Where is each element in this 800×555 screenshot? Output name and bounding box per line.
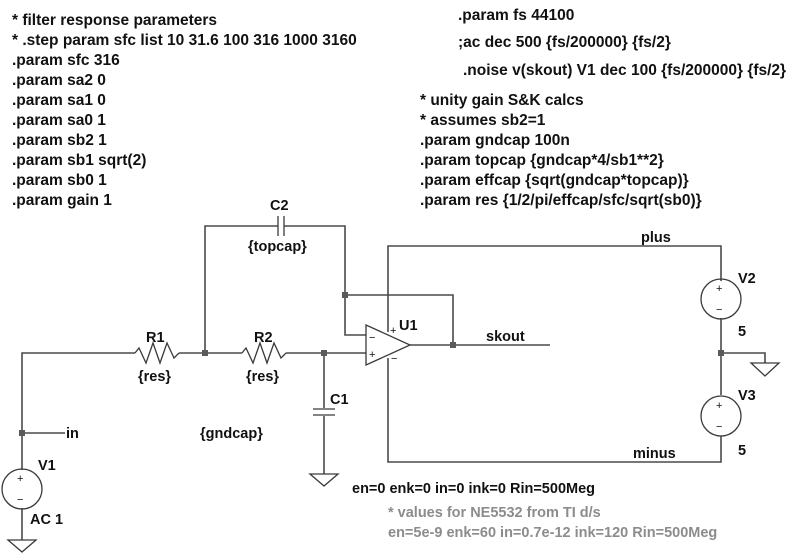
directive-line[interactable]: .param sb2 1 [12, 132, 107, 149]
u1-noise-params[interactable]: en=0 enk=0 in=0 ink=0 Rin=500Meg [352, 481, 595, 497]
junctions [19, 292, 724, 436]
voltage-source-v2[interactable]: + − V2 5 [700, 271, 756, 340]
wire-in-to-r1[interactable] [21, 352, 135, 470]
ground-icon [308, 473, 340, 487]
comment-line: * values for NE5532 from TI d/s [388, 505, 601, 521]
minus-terminal: − [716, 421, 722, 433]
vminus-pin-sign: − [391, 353, 397, 365]
v3-name: V3 [738, 388, 756, 404]
r1-value[interactable]: {res} [138, 369, 171, 385]
voltage-source-v1[interactable]: + − V1 AC 1 [1, 458, 63, 553]
plus-terminal: + [716, 400, 722, 412]
ground-icon [6, 539, 38, 553]
net-label-minus[interactable]: minus [633, 446, 676, 462]
directive-line[interactable]: .param sfc 316 [12, 52, 120, 69]
minus-terminal: − [716, 304, 722, 316]
v2-name: V2 [738, 271, 756, 287]
minus-terminal: − [17, 494, 23, 506]
junction-dot [718, 350, 724, 356]
v3-value[interactable]: 5 [738, 443, 746, 459]
noise-analysis-directive[interactable]: .noise v(skout) V1 dec 100 {fs/200000} {… [463, 62, 786, 79]
net-labels: in skout plus minus [66, 230, 676, 462]
vplus-pin-sign: + [390, 325, 396, 337]
c2-name: C2 [270, 198, 289, 214]
ne5532-comment[interactable]: * values for NE5532 from TI d/s en=5e-9 … [388, 505, 717, 541]
resistor-symbol [241, 341, 287, 365]
capacitor-c1[interactable]: C1 {gndcap} [200, 392, 349, 487]
directives-right: * unity gain S&K calcs * assumes sb2=1 .… [420, 92, 702, 209]
r1-name: R1 [146, 330, 165, 346]
c2-value[interactable]: {topcap} [248, 239, 307, 255]
directive-line[interactable]: .param sb0 1 [12, 172, 107, 189]
resistor-r2[interactable]: R2 {res} [241, 330, 287, 385]
plus-terminal: + [17, 473, 23, 485]
net-label-plus[interactable]: plus [641, 230, 671, 246]
voltage-source-icon [700, 278, 742, 320]
opamp-u1[interactable]: − + + − U1 en=0 enk=0 in=0 ink=0 Rin=500… [352, 318, 595, 497]
noninverting-pin-sign: + [369, 349, 375, 361]
v2-value[interactable]: 5 [738, 324, 746, 340]
directive-line[interactable]: * assumes sb2=1 [420, 112, 546, 129]
r2-name: R2 [254, 330, 273, 346]
c1-value[interactable]: {gndcap} [200, 426, 263, 442]
junction-dot [321, 350, 327, 356]
directives-top-right: .param fs 44100 ;ac dec 500 {fs/200000} … [458, 7, 786, 79]
directive-line[interactable]: .param gain 1 [12, 192, 112, 209]
wire-plus-rail[interactable] [387, 245, 722, 332]
voltage-source-icon [700, 395, 742, 437]
net-label-skout[interactable]: skout [486, 329, 525, 345]
directive-line[interactable]: .param topcap {gndcap*4/sb1**2} [420, 152, 664, 169]
directive-line[interactable]: .param sb1 sqrt(2) [12, 152, 146, 169]
capacitor-c2[interactable]: C2 {topcap} [248, 198, 307, 255]
r2-value[interactable]: {res} [246, 369, 279, 385]
resistor-symbol [134, 341, 180, 365]
directive-line[interactable]: .param effcap {sqrt(gndcap*topcap)} [420, 172, 689, 189]
v1-value[interactable]: AC 1 [30, 512, 63, 528]
ac-analysis-comment[interactable]: ;ac dec 500 {fs/200000} {fs/2} [458, 34, 671, 51]
directives-left: * filter response parameters * .step par… [12, 12, 357, 209]
ground-icon [749, 362, 781, 377]
directive-line[interactable]: * unity gain S&K calcs [420, 92, 584, 109]
wire-ground-tap[interactable] [721, 352, 766, 363]
wire-c2-right-to-inverting[interactable] [284, 225, 366, 336]
voltage-source-v3[interactable]: + − V3 5 [700, 388, 756, 459]
junction-dot [19, 430, 25, 436]
v1-name: V1 [38, 458, 56, 474]
c1-name: C1 [330, 392, 349, 408]
net-label-in[interactable]: in [66, 426, 79, 442]
directive-line[interactable]: .param res {1/2/pi/effcap/sfc/sqrt(sb0)} [420, 192, 702, 209]
wire-c2-left[interactable] [204, 225, 278, 353]
directive-line[interactable]: * .step param sfc list 10 31.6 100 316 1… [12, 32, 357, 49]
directive-line[interactable]: * filter response parameters [12, 12, 217, 29]
directive-line[interactable]: .param sa1 0 [12, 92, 106, 109]
u1-name: U1 [399, 318, 418, 334]
opamp-triangle-icon [365, 323, 412, 367]
wire-minus-rail[interactable] [387, 358, 722, 463]
directive-line[interactable]: .param sa0 1 [12, 112, 106, 129]
directive-line[interactable]: .param gndcap 100n [420, 132, 570, 149]
param-fs-directive[interactable]: .param fs 44100 [458, 7, 574, 24]
junction-dot [342, 292, 348, 298]
plus-terminal: + [716, 283, 722, 295]
directive-line[interactable]: .param sa2 0 [12, 72, 106, 89]
voltage-source-icon [1, 468, 43, 510]
junction-dot [450, 342, 456, 348]
wire-feedback[interactable] [345, 294, 454, 345]
comment-line: en=5e-9 enk=60 in=0.7e-12 ink=120 Rin=50… [388, 525, 717, 541]
inverting-pin-sign: − [369, 332, 375, 344]
resistor-r1[interactable]: R1 {res} [134, 330, 180, 385]
junction-dot [202, 350, 208, 356]
